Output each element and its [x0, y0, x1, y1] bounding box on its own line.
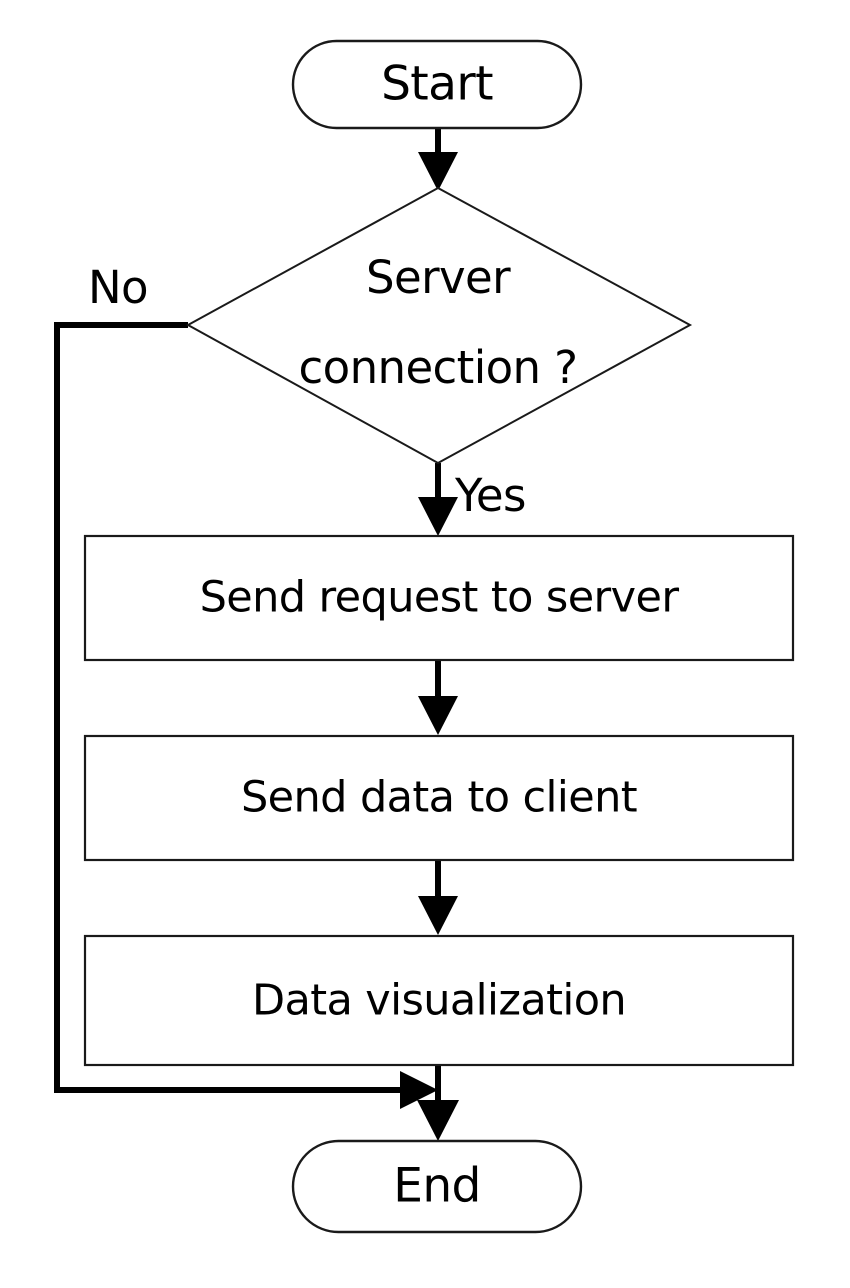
node-process-send-request-to-server[interactable]: Send request to server — [83, 534, 795, 662]
start-terminal-shape — [291, 39, 583, 130]
decision-label-line1: Server — [366, 251, 511, 304]
process1-label: Send request to server — [200, 573, 680, 623]
process1-shape — [83, 534, 795, 662]
node-decision-server-connection[interactable]: Server connection ? — [185, 186, 693, 465]
process2-label: Send data to client — [241, 773, 637, 823]
start-label: Start — [381, 57, 493, 112]
end-terminal-shape — [291, 1139, 583, 1234]
branch-label-yes: Yes — [454, 469, 526, 522]
decision-diamond-shape — [185, 186, 693, 465]
node-process-send-data-to-client[interactable]: Send data to client — [83, 734, 795, 862]
process3-label: Data visualization — [252, 976, 626, 1026]
edge-process1-to-process2 — [418, 660, 458, 735]
process3-shape — [83, 934, 795, 1067]
node-end[interactable]: End — [291, 1139, 583, 1234]
node-start[interactable]: Start — [291, 39, 583, 130]
branch-label-no: No — [88, 261, 148, 314]
edge-process2-to-process3 — [418, 860, 458, 935]
decision-label-line2: connection ? — [299, 341, 578, 394]
edge-decision-to-process1 — [418, 463, 458, 536]
end-label: End — [393, 1159, 481, 1214]
node-process-data-visualization[interactable]: Data visualization — [83, 934, 795, 1067]
process2-shape — [83, 734, 795, 862]
edge-start-to-decision — [418, 127, 458, 191]
edge-decision-no-to-end — [54, 322, 438, 1109]
edge-process3-to-end — [417, 1065, 459, 1141]
